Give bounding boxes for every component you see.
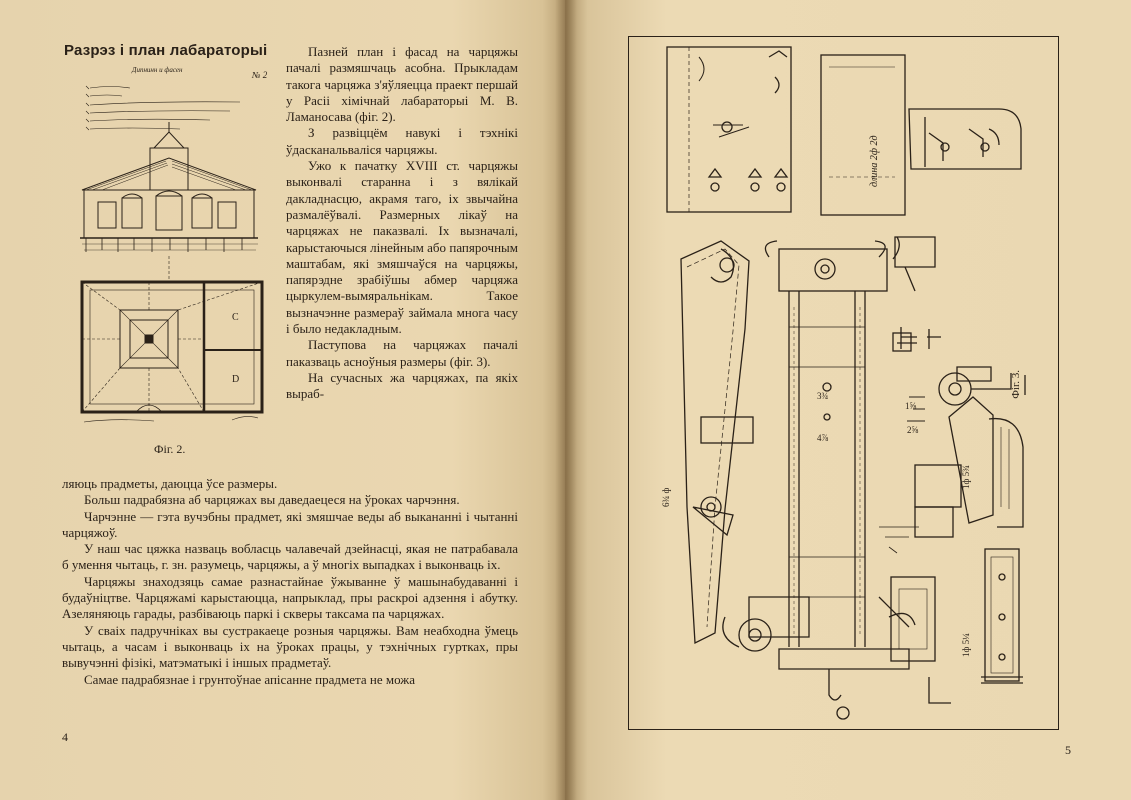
paragraph-definition: Чарчэнне — гэта вучэбны прадмет, які змя… [62, 508, 518, 540]
left-page: Разрэз і план лабараторыі Дипнинн и фасе… [0, 0, 565, 800]
handwritten-number: № 2 [251, 70, 268, 80]
page-number-left: 4 [62, 730, 68, 744]
plan-room-c: C [232, 312, 239, 323]
dimension-label: 6¾ ф [661, 488, 671, 508]
book-gutter [555, 0, 577, 800]
paragraph: У сваіх падручніках вы сустракаеце розны… [62, 622, 518, 671]
figure-2-caption: Фіг. 2. [154, 442, 186, 456]
figure-2-laboratory: Дипнинн и фасен № 2 [80, 66, 268, 423]
plan-room-d: D [232, 374, 239, 385]
dimension-label: 4⅞ [817, 433, 829, 443]
dimension-label: 3¾ [817, 391, 829, 401]
dimension-label: 1ф 5¾ [961, 465, 971, 489]
figure-3-mechanism-drawing: длина 2ф 2д 6¾ ф 1ф 5¾ 1ф 5¼ 1⅝ 2⅝ 3¾ 4⅞ [661, 46, 1026, 720]
paragraph: Паступова на чарцяжах пачалі паказваць а… [286, 337, 518, 369]
paragraph: Ужо к пачатку XVIII ст. чарцяжы выконвал… [286, 158, 518, 337]
page-number-right: 5 [1065, 743, 1071, 757]
paragraph: Чарцяжы знаходзяць самае разнастайнае ўж… [62, 573, 518, 622]
figure-3-plate: длина 2ф 2д 6¾ ф 1ф 5¾ 1ф 5¼ 1⅝ 2⅝ 3¾ 4⅞ [628, 36, 1059, 730]
paragraph: У наш час цяжка назваць вобласць чалавеч… [62, 541, 518, 573]
text-full-width: ляюць прадметы, даюцца ўсе размеры. Боль… [62, 476, 518, 688]
handwritten-length-label: длина 2ф 2д [869, 135, 880, 187]
text-column-right: Пазней план і фасад на чарцяжы пачалі ра… [286, 44, 518, 403]
paragraph: На сучасных жа чарцяжах, па якіх выраб- [286, 369, 518, 402]
section-heading: Разрэз і план лабараторыі [64, 42, 268, 59]
right-page [565, 0, 1131, 800]
paragraph: Больш падрабязна аб чарцяжах вы даведаец… [84, 492, 460, 508]
paragraph: Пазней план і фасад на чарцяжы пачалі ра… [286, 44, 518, 125]
handwritten-title: Дипнинн и фасен [131, 66, 183, 74]
paragraph: Самае падрабязнае і грунтоўнае апісанне … [84, 671, 415, 687]
dimension-label: 1ф 5¼ [961, 633, 971, 657]
figure-3-caption: Фіг. 3. [1010, 370, 1022, 399]
dimension-label: 2⅝ [907, 425, 919, 435]
paragraph: З развіццём навукі і тэхнікі ўдасканальв… [286, 125, 518, 157]
dimension-label: 1⅝ [905, 401, 917, 411]
paragraph: ляюць прадметы, даюцца ўсе размеры. [62, 476, 278, 491]
